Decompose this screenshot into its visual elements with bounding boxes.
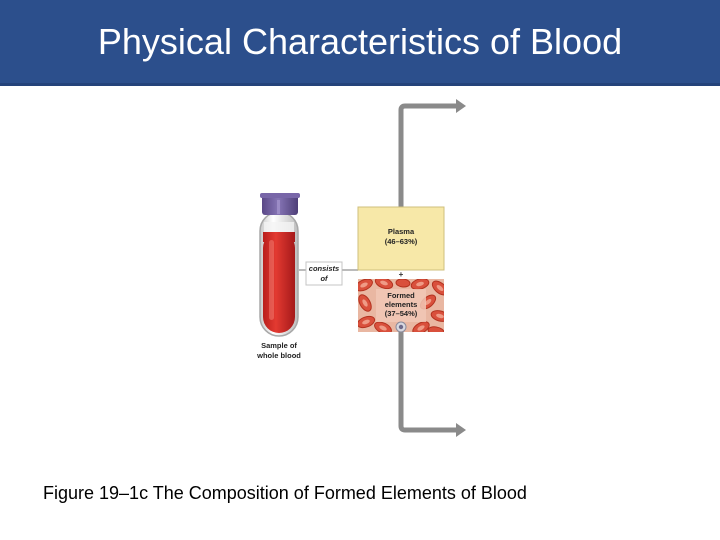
formed-elements-box: Formed elements (37–54%) — [354, 275, 450, 337]
formed-label-line2: elements — [385, 300, 418, 309]
tube-label: Sample of whole blood — [256, 341, 301, 360]
figure-caption: Figure 19–1c The Composition of Formed E… — [43, 483, 527, 504]
connector-line1: consists — [309, 264, 339, 273]
plasma-box: Plasma (46–63%) — [358, 207, 444, 270]
consists-of-connector: consists of — [298, 262, 358, 285]
white-blood-cell-icon — [396, 322, 406, 332]
plasma-label: Plasma — [388, 227, 415, 236]
formed-percentage: (37–54%) — [385, 309, 418, 318]
tube-cap — [260, 193, 300, 215]
tube-label-line1: Sample of — [261, 341, 297, 350]
plus-sign: + — [399, 270, 404, 279]
formed-label-line1: Formed — [387, 291, 415, 300]
tube-label-line2: whole blood — [256, 351, 301, 360]
plasma-arrow — [401, 99, 466, 207]
plasma-percentage: (46–63%) — [385, 237, 418, 246]
formed-elements-arrow — [401, 332, 466, 437]
test-tube — [260, 212, 298, 336]
